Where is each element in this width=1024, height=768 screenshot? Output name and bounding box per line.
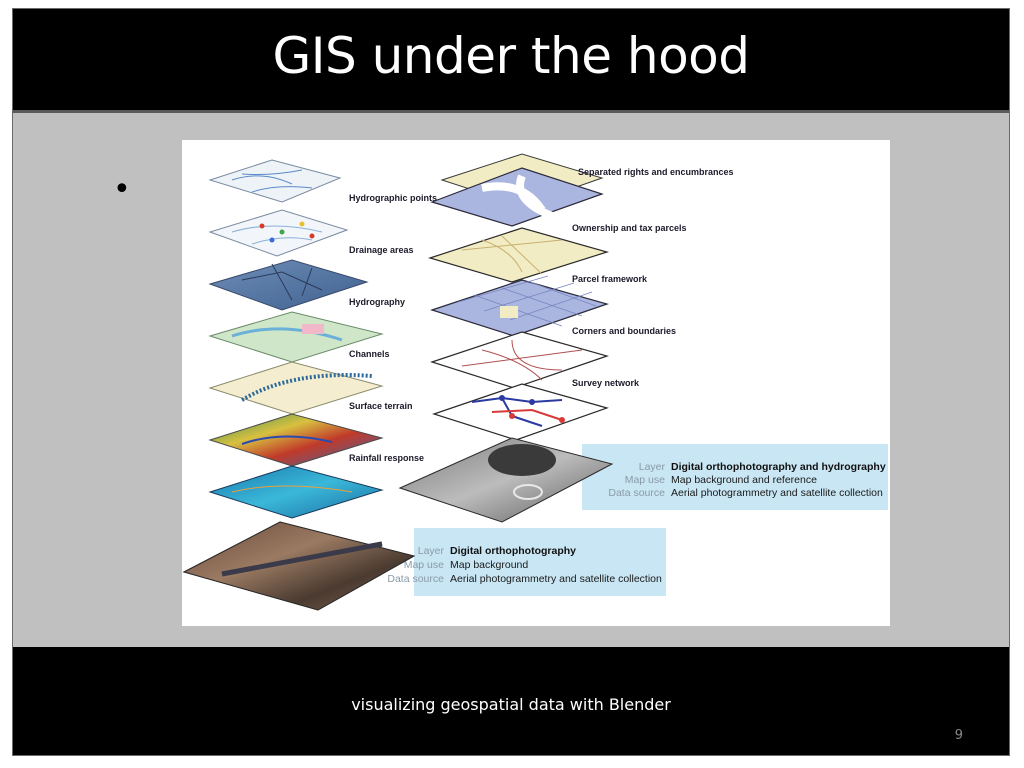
right-info-source-value: Aerial photogrammetry and satellite coll… bbox=[671, 487, 883, 499]
label-hydrographic-points: Hydrographic points bbox=[349, 193, 437, 203]
left-info-layer-value: Digital orthophotography bbox=[450, 545, 576, 557]
slide-title: GIS under the hood bbox=[272, 27, 750, 85]
right-info-use-key: Map use bbox=[625, 474, 665, 486]
layer-separated-rights bbox=[430, 153, 604, 227]
footer-bar: visualizing geospatial data with Blender… bbox=[13, 647, 1009, 755]
label-hydrography: Hydrography bbox=[349, 297, 405, 307]
right-info-source-key: Data source bbox=[608, 487, 665, 499]
left-info-use-key: Map use bbox=[404, 559, 444, 571]
label-channels: Channels bbox=[349, 349, 390, 359]
layer-hydrographic-points bbox=[208, 209, 349, 257]
left-info-source-key: Data source bbox=[387, 573, 444, 585]
slide: GIS under the hood • bbox=[12, 8, 1010, 756]
page-number: 9 bbox=[954, 728, 963, 743]
label-parcel-framework: Parcel framework bbox=[572, 274, 648, 284]
left-orthophoto-tile bbox=[182, 521, 416, 611]
left-info-use-value: Map background bbox=[450, 559, 528, 571]
right-info-layer-key: Layer bbox=[639, 461, 666, 473]
layer-right-orthophoto bbox=[398, 437, 888, 523]
right-info-layer-value: Digital orthophotography and hydrography bbox=[671, 461, 886, 473]
layer-channels bbox=[208, 361, 384, 415]
layer-parcel-framework bbox=[430, 275, 610, 337]
left-info-layer-key: Layer bbox=[418, 545, 445, 557]
label-rainfall-response: Rainfall response bbox=[349, 453, 424, 463]
gis-layers-figure: Hydrographic points Drainage areas Hydro… bbox=[182, 140, 890, 626]
layer-surface-terrain bbox=[208, 413, 384, 467]
label-drainage-areas: Drainage areas bbox=[349, 245, 414, 255]
layer-drainage-areas bbox=[208, 259, 369, 311]
label-separated-rights: Separated rights and encumbrances bbox=[578, 167, 734, 177]
right-info-use-value: Map background and reference bbox=[671, 474, 817, 486]
label-ownership-parcels: Ownership and tax parcels bbox=[572, 223, 687, 233]
layer-rainfall-response bbox=[208, 465, 384, 519]
layer-corners-boundaries bbox=[430, 331, 610, 389]
bullet-point: • bbox=[113, 172, 131, 207]
layer-survey-network bbox=[432, 383, 609, 441]
layer-rivers bbox=[208, 159, 342, 203]
left-info-source-value: Aerial photogrammetry and satellite coll… bbox=[450, 573, 662, 585]
label-corners-boundaries: Corners and boundaries bbox=[572, 326, 676, 336]
layer-ownership-parcels bbox=[427, 227, 610, 283]
left-info-panel bbox=[414, 528, 666, 596]
title-bar: GIS under the hood bbox=[13, 9, 1009, 113]
label-surface-terrain: Surface terrain bbox=[349, 401, 413, 411]
label-survey-network: Survey network bbox=[572, 378, 640, 388]
layer-hydrography bbox=[208, 311, 384, 363]
footer-text: visualizing geospatial data with Blender bbox=[351, 695, 671, 714]
right-info-panel bbox=[582, 444, 888, 510]
